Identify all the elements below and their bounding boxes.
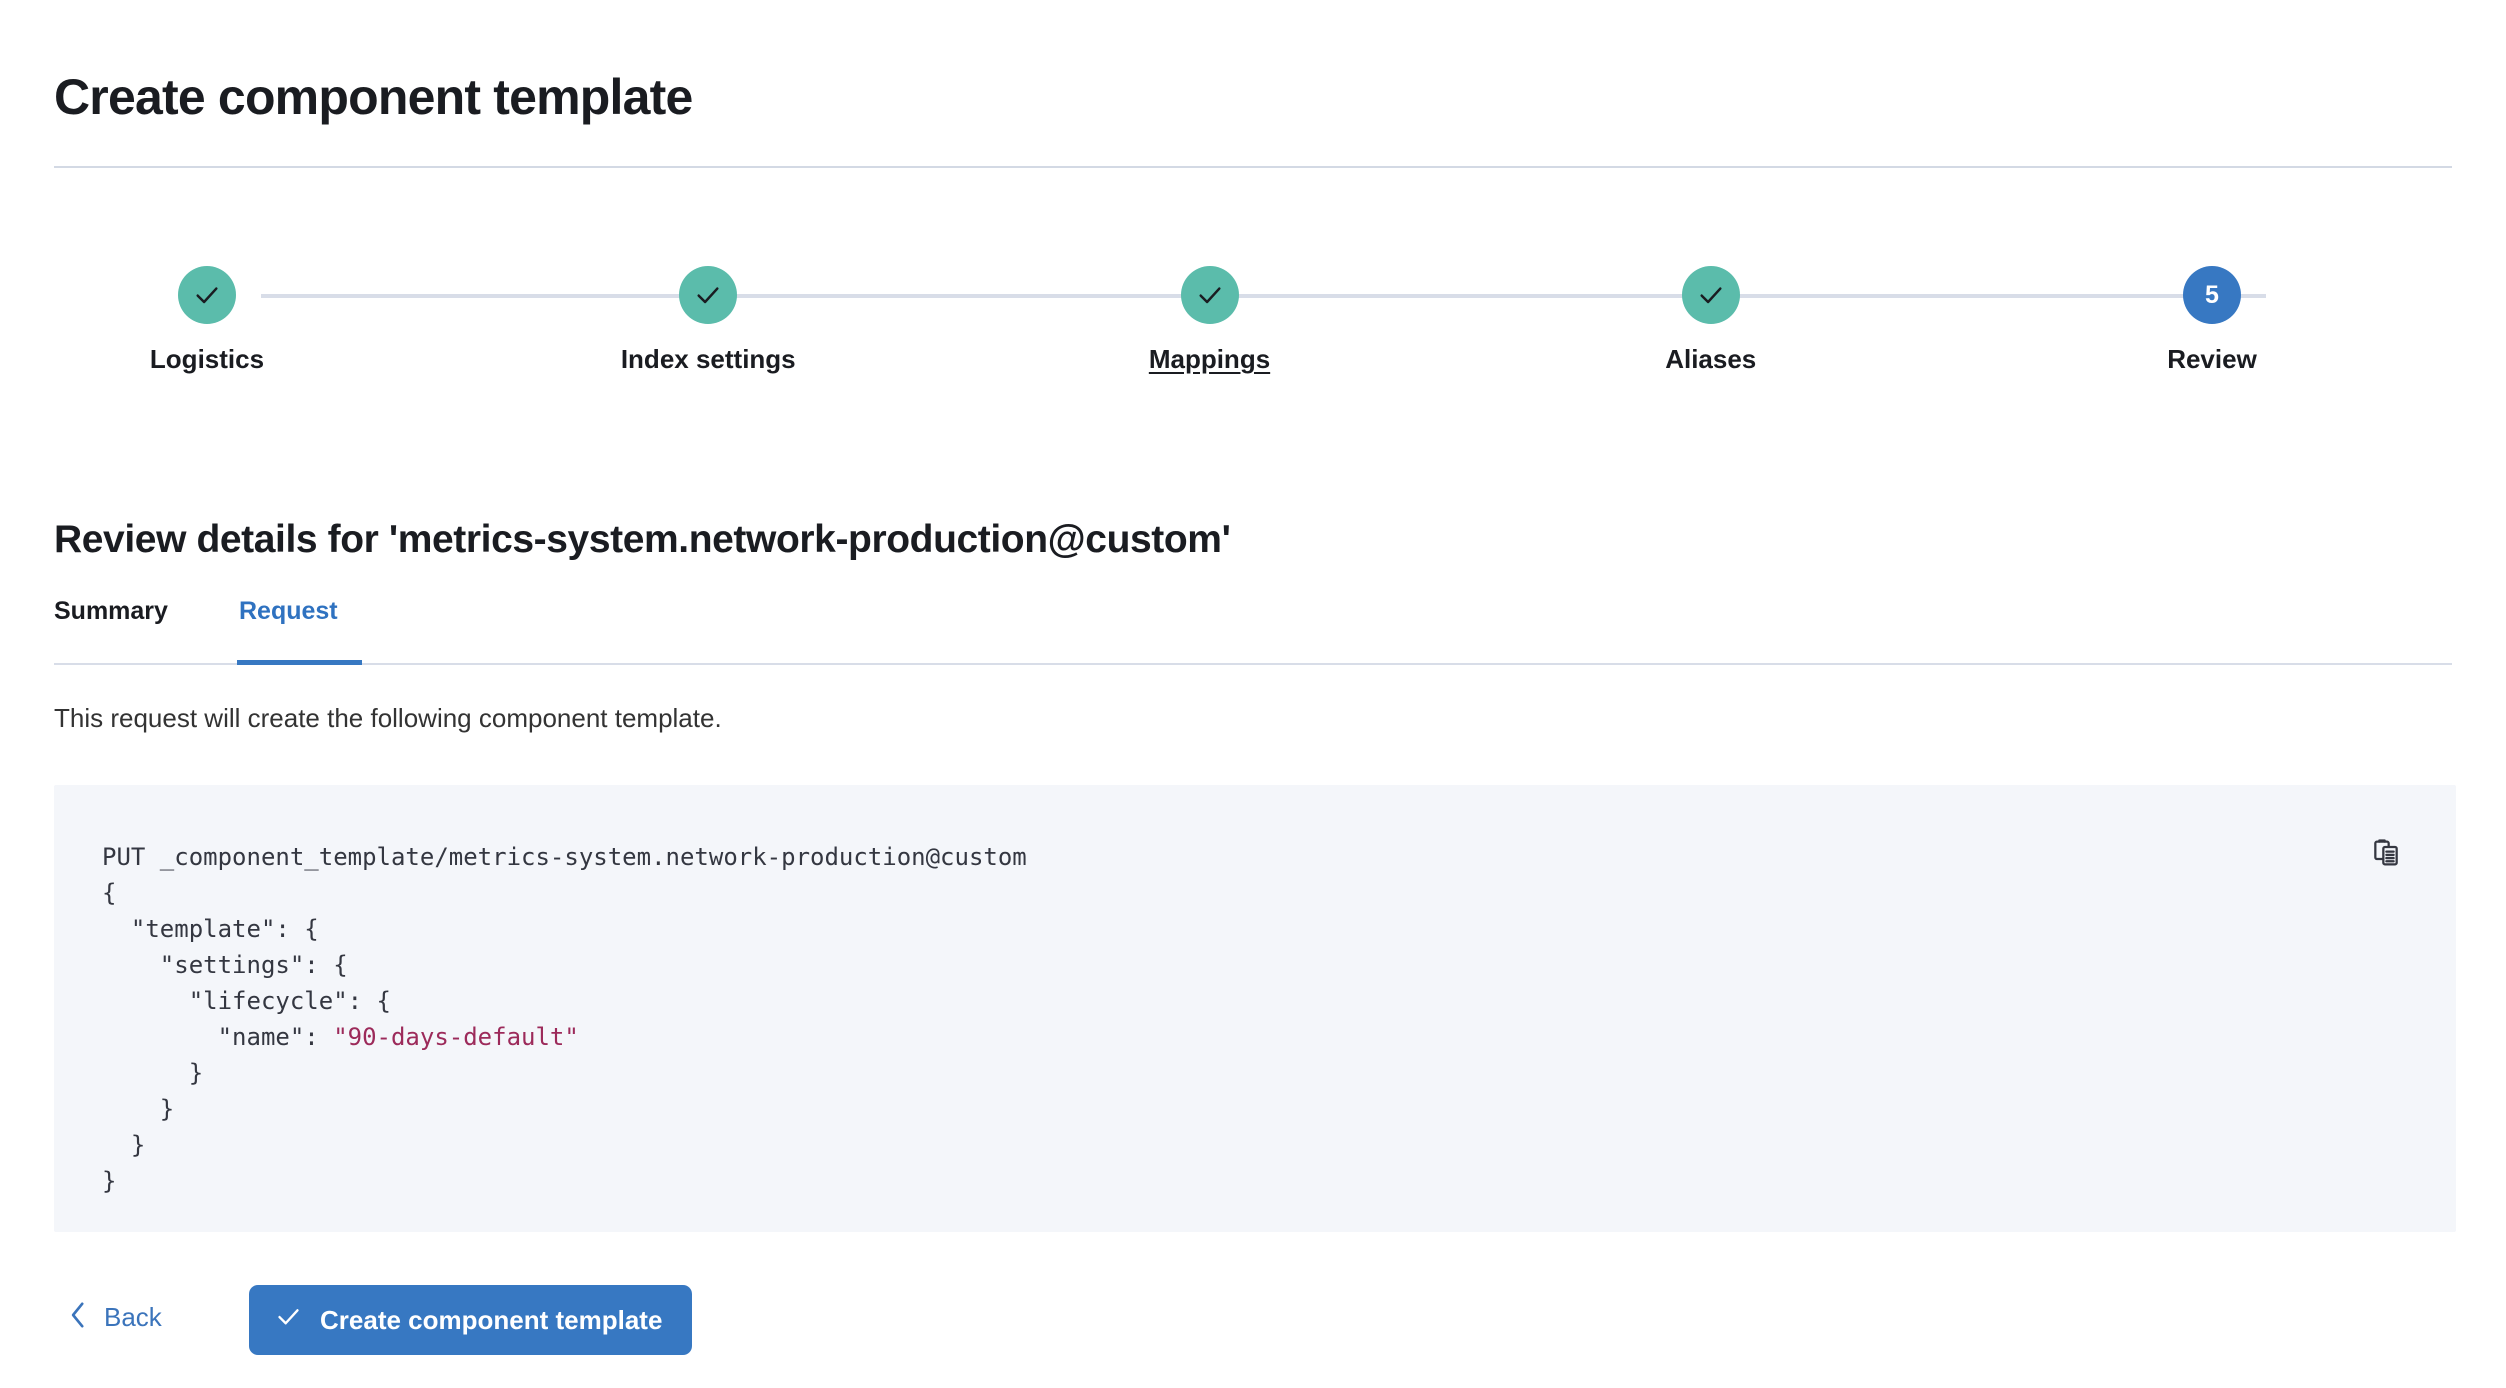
code-line: "settings": { xyxy=(102,951,348,979)
code-line: } xyxy=(102,1095,175,1123)
stepper-step-mappings[interactable]: Mappings xyxy=(1060,250,1360,375)
code-line: } xyxy=(102,1131,146,1159)
create-component-template-button[interactable]: Create component template xyxy=(249,1285,693,1355)
stepper-connector-line xyxy=(261,294,2266,298)
back-button[interactable]: Back xyxy=(68,1301,162,1333)
code-line: } xyxy=(102,1167,117,1195)
step-number-badge: 5 xyxy=(2183,266,2241,324)
tab-request[interactable]: Request xyxy=(239,597,338,625)
stepper-step-label: Index settings xyxy=(620,344,796,374)
review-heading: Review details for 'metrics-system.netwo… xyxy=(54,518,1231,562)
chevron-left-icon xyxy=(68,1301,88,1333)
back-button-label: Back xyxy=(104,1302,162,1332)
code-line: "lifecycle": { xyxy=(102,987,391,1015)
tab-summary[interactable]: Summary xyxy=(54,597,168,625)
header-divider xyxy=(54,166,2452,168)
step-number: 5 xyxy=(2205,280,2219,309)
code-line: "template": { xyxy=(102,915,319,943)
stepper-step-logistics[interactable]: Logistics xyxy=(57,250,357,375)
stepper-step-label: Aliases xyxy=(1665,344,1757,374)
check-icon xyxy=(679,266,738,324)
check-icon xyxy=(1180,266,1239,324)
stepper-step-label: Review xyxy=(2167,344,2257,374)
stepper-step-index-settings[interactable]: Index settings xyxy=(558,250,858,375)
stepper-step-aliases[interactable]: Aliases xyxy=(1561,250,1861,375)
copy-clipboard-icon[interactable] xyxy=(2368,833,2408,873)
check-icon xyxy=(275,1303,302,1337)
code-line: { xyxy=(102,879,117,907)
tab-active-indicator xyxy=(237,660,362,665)
review-tabs: Summary Request xyxy=(54,595,2452,665)
code-line: "name": "90-days-default" xyxy=(102,1023,579,1051)
request-description: This request will create the following c… xyxy=(54,703,722,733)
page-title: Create component template xyxy=(54,68,693,125)
stepper-step-label: Logistics xyxy=(149,344,265,374)
check-icon xyxy=(178,266,236,324)
code-line: PUT _component_template/metrics-system.n… xyxy=(102,843,1027,871)
code-line: } xyxy=(102,1059,204,1087)
check-icon xyxy=(1681,266,1740,324)
create-component-template-label: Create component template xyxy=(320,1304,663,1335)
request-code-block: PUT _component_template/metrics-system.n… xyxy=(54,785,2456,1232)
tabs-bottom-border xyxy=(54,663,2452,665)
request-code-text: PUT _component_template/metrics-system.n… xyxy=(102,839,1027,1199)
stepper-step-label: Mappings xyxy=(1148,344,1271,374)
